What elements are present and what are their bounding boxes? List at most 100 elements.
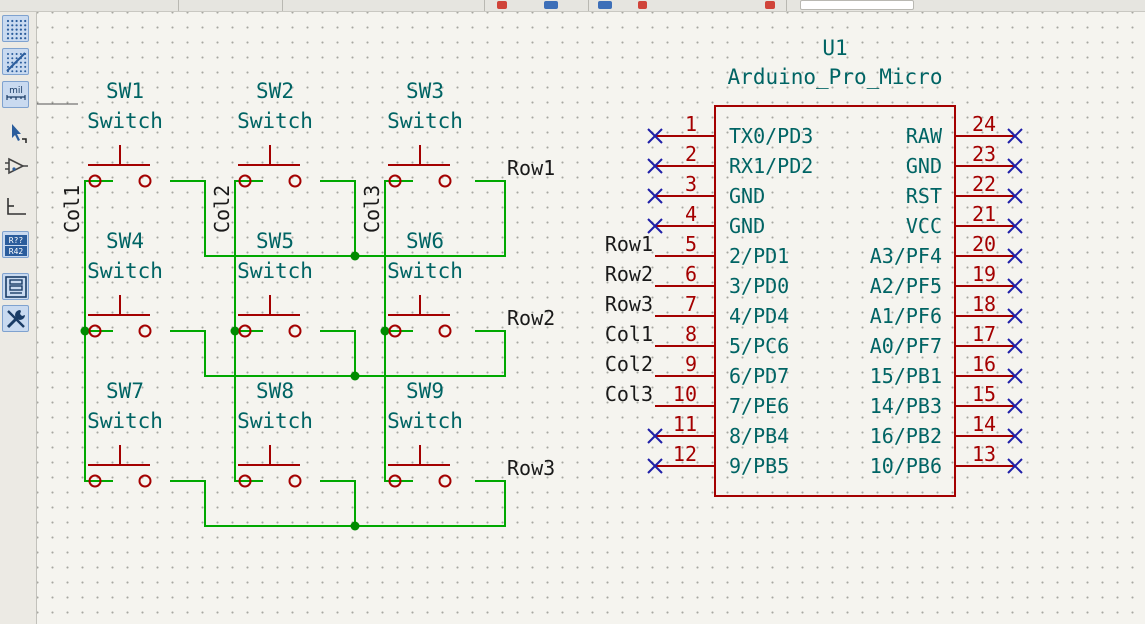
net-label-col3[interactable]: Col3 [360,185,384,233]
mcu-pin-number: 14 [972,412,996,436]
toolbar-dropdown[interactable] [800,0,914,10]
switch-value[interactable]: Switch [87,259,163,283]
mcu-net-label[interactable]: Col1 [605,322,653,346]
switch-value[interactable]: Switch [387,109,463,133]
cursor-select-icon [12,124,27,143]
wire-junction [230,326,240,336]
no-connect-flag [1007,218,1023,234]
mcu-net-label[interactable]: Row1 [605,232,653,256]
switch-ref[interactable]: SW8 [256,379,294,403]
no-connect-flag [1007,338,1023,354]
toolbar-button[interactable] [765,1,775,9]
mil-units-button[interactable]: mil [2,81,29,108]
tools-icon [6,310,25,329]
cursor-select-button[interactable] [2,118,29,145]
mcu-net-label[interactable]: Row3 [605,292,653,316]
switch-value[interactable]: Switch [237,109,313,133]
switch-contact[interactable] [388,474,402,488]
switch-ref[interactable]: SW3 [406,79,444,103]
switch-contact[interactable] [138,474,152,488]
properties-panel-button[interactable] [2,273,29,300]
net-label-col1[interactable]: Col1 [60,185,84,233]
mcu-pin-number: 24 [972,112,996,136]
switch-value[interactable]: Switch [87,409,163,433]
mcu-pin-name: VCC [906,214,942,238]
switch-value[interactable]: Switch [387,259,463,283]
mcu-pin-name: RAW [906,124,943,148]
switch-contact[interactable] [438,474,452,488]
toolbar-button[interactable] [544,1,558,9]
mcu-pin-number: 22 [972,172,996,196]
mcu-body[interactable] [714,105,956,497]
mcu-pin-name: 9/PB5 [729,454,789,478]
switch-contact[interactable] [388,174,402,188]
switch-ref[interactable]: SW7 [106,379,144,403]
grid-dots-button[interactable] [2,15,29,42]
switch-contact[interactable] [138,174,152,188]
switch-value[interactable]: Switch [237,259,313,283]
toolbar-button[interactable] [638,1,647,9]
switch-ref[interactable]: SW2 [256,79,294,103]
row-wire [320,330,356,376]
switch-contact[interactable] [238,174,252,188]
mcu-pin-number: 1 [685,112,697,136]
grid-overlay-button[interactable] [2,48,29,75]
switch-contact[interactable] [88,174,102,188]
net-label-row1[interactable]: Row1 [507,156,555,180]
switch-contact[interactable] [288,174,302,188]
mcu-pin-number: 13 [972,442,996,466]
switch-value[interactable]: Switch [387,409,463,433]
schematic-sheet[interactable]: SW1SwitchSW2SwitchSW3SwitchSW4SwitchSW5S… [37,12,1145,624]
wire-junction [350,371,360,381]
net-label-col2[interactable]: Col2 [210,185,234,233]
mcu-ref[interactable]: U1 [822,36,847,60]
switch-contact[interactable] [238,324,252,338]
switch-ref[interactable]: SW5 [256,229,294,253]
toolbar-separator [178,0,179,11]
toolbar-button[interactable] [598,1,612,9]
switch-ref[interactable]: SW9 [406,379,444,403]
row-wire [320,480,356,526]
net-label-row2[interactable]: Row2 [507,306,555,330]
switch-value[interactable]: Switch [87,109,163,133]
tools-button[interactable] [2,305,29,332]
mcu-pin-name: 4/PD4 [729,304,789,328]
switch-ref[interactable]: SW4 [106,229,144,253]
switch-contact[interactable] [88,474,102,488]
mcu-value[interactable]: Arduino_Pro_Micro [728,65,943,89]
switch-contact[interactable] [388,324,402,338]
wire-angle-button[interactable] [2,193,29,220]
no-connect-flag [1007,158,1023,174]
net-label-row3[interactable]: Row3 [507,456,555,480]
wire-junction [350,251,360,261]
mcu-net-label[interactable]: Col3 [605,382,653,406]
hierarchy-navigate-button[interactable] [2,152,29,179]
switch-ref[interactable]: SW1 [106,79,144,103]
row-wire [170,480,506,527]
switch-contact[interactable] [438,174,452,188]
mcu-pin-name: GND [729,184,765,208]
wire-angle-icon [7,198,26,215]
switch-value[interactable]: Switch [237,409,313,433]
annotate-button[interactable]: R??R42 [2,231,29,258]
top-toolbar [0,0,1145,12]
mcu-net-label[interactable]: Col2 [605,352,653,376]
no-connect-flag [1007,308,1023,324]
mcu-net-label[interactable]: Row2 [605,262,653,286]
toolbar-button[interactable] [497,1,507,9]
switch-ref[interactable]: SW6 [406,229,444,253]
mcu-pin-number: 9 [685,352,697,376]
switch-contact[interactable] [438,324,452,338]
mcu-pin-name: A3/PF4 [870,244,942,268]
switch-contact[interactable] [238,474,252,488]
mcu-pin-number: 7 [685,292,697,316]
switch-contact[interactable] [138,324,152,338]
switch-contact[interactable] [88,324,102,338]
mcu-pin-name: 8/PB4 [729,424,789,448]
switch-contact[interactable] [288,474,302,488]
mcu-pin-number: 2 [685,142,697,166]
mcu-pin-number: 3 [685,172,697,196]
switch-contact[interactable] [288,324,302,338]
wire-junction [350,521,360,531]
